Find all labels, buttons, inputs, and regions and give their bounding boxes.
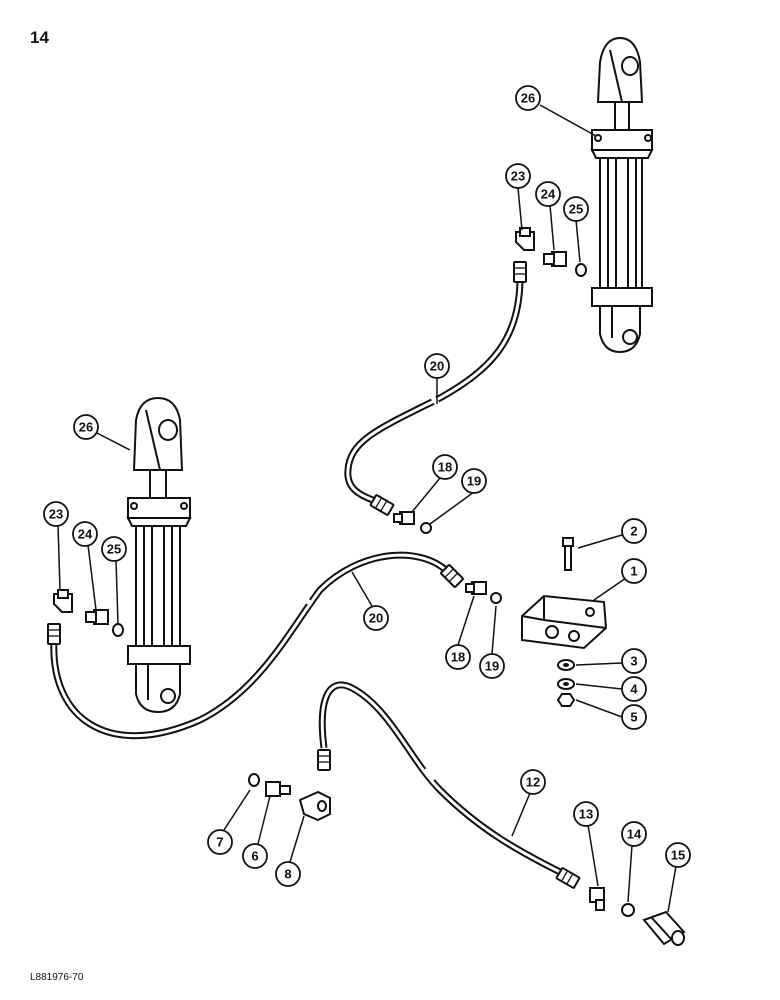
svg-text:7: 7: [216, 835, 223, 850]
callout-23-left: 23: [43, 501, 69, 527]
callout-2: 2: [621, 518, 647, 544]
callout-26-left: 26: [73, 414, 99, 440]
adapter-6: [265, 781, 291, 797]
hose-end-upper-top: [513, 261, 527, 283]
svg-text:24: 24: [78, 527, 93, 542]
svg-text:1: 1: [630, 564, 637, 579]
washer-4-hole: [563, 682, 569, 686]
fitting-connector-left-24: [85, 609, 109, 625]
svg-text:13: 13: [579, 807, 593, 822]
svg-text:23: 23: [511, 169, 525, 184]
leader-lines: [57, 104, 677, 913]
fitting-elbow-right-23: [515, 227, 535, 251]
o-ring-14: [621, 903, 635, 917]
callout-19-upper: 19: [461, 468, 487, 494]
o-ring-left-25: [112, 623, 124, 637]
svg-text:25: 25: [569, 202, 583, 217]
svg-text:4: 4: [630, 682, 638, 697]
svg-text:26: 26: [79, 420, 93, 435]
hose-upper: [344, 277, 524, 506]
svg-text:25: 25: [107, 542, 121, 557]
fitting-lower-18: [465, 581, 487, 595]
hose-end-lower-left: [47, 623, 61, 645]
o-ring-7: [248, 773, 260, 787]
fitting-connector-right-24: [543, 251, 567, 267]
callout-12: 12: [520, 769, 546, 795]
callout-20-lower: 20: [363, 605, 389, 631]
hose-end-bottom-right: [555, 866, 581, 890]
callout-7: 7: [207, 829, 233, 855]
callout-26-right: 26: [515, 85, 541, 111]
washer-3-hole: [563, 663, 569, 667]
svg-text:15: 15: [671, 848, 685, 863]
nut-5: [556, 693, 576, 707]
cylinder-left: [126, 396, 192, 714]
callout-23-right: 23: [505, 163, 531, 189]
svg-text:20: 20: [430, 359, 444, 374]
svg-text:20: 20: [369, 611, 383, 626]
callout-4: 4: [621, 676, 647, 702]
callout-5: 5: [621, 704, 647, 730]
svg-text:19: 19: [467, 474, 481, 489]
svg-text:18: 18: [438, 460, 452, 475]
callout-25-right: 25: [563, 196, 589, 222]
svg-text:19: 19: [485, 659, 499, 674]
callout-13: 13: [573, 801, 599, 827]
callout-19-lower: 19: [479, 653, 505, 679]
o-ring-right-25: [575, 263, 587, 277]
callout-18-lower: 18: [445, 644, 471, 670]
callout-24-right: 24: [535, 181, 561, 207]
callout-1: 1: [621, 558, 647, 584]
hose-bottom: [318, 681, 562, 876]
hose-end-upper-bottom: [369, 493, 395, 517]
svg-text:24: 24: [541, 187, 556, 202]
svg-text:8: 8: [284, 867, 291, 882]
svg-text:12: 12: [526, 775, 540, 790]
callout-3: 3: [621, 648, 647, 674]
o-ring-lower-19: [490, 592, 502, 604]
fitting-elbow-left-23: [53, 589, 73, 613]
valve-block-1: [521, 594, 608, 650]
callout-14: 14: [621, 821, 647, 847]
coupler-15: [642, 910, 686, 946]
page-number: 14: [30, 28, 49, 47]
svg-text:2: 2: [630, 524, 637, 539]
callout-15: 15: [665, 842, 691, 868]
svg-text:3: 3: [630, 654, 637, 669]
callout-18-upper: 18: [432, 454, 458, 480]
hose-lower: [50, 551, 451, 740]
callout-8: 8: [275, 861, 301, 887]
cylinder-right: [590, 36, 654, 354]
fitting-upper-18: [393, 511, 415, 525]
callout-24-left: 24: [72, 521, 98, 547]
svg-text:14: 14: [627, 827, 642, 842]
callout-6: 6: [242, 843, 268, 869]
svg-text:26: 26: [521, 91, 535, 106]
callout-20-upper: 20: [424, 353, 450, 379]
elbow-8: [298, 790, 331, 822]
svg-text:6: 6: [251, 849, 258, 864]
adapter-13: [589, 887, 605, 911]
hose-end-bottom-top: [317, 749, 331, 771]
drawing-reference-code: L881976-70: [30, 972, 84, 983]
svg-text:18: 18: [451, 650, 465, 665]
svg-text:23: 23: [49, 507, 63, 522]
o-ring-upper-19: [420, 522, 432, 534]
callout-25-left: 25: [101, 536, 127, 562]
bolt-2: [562, 537, 574, 571]
svg-text:5: 5: [630, 710, 637, 725]
